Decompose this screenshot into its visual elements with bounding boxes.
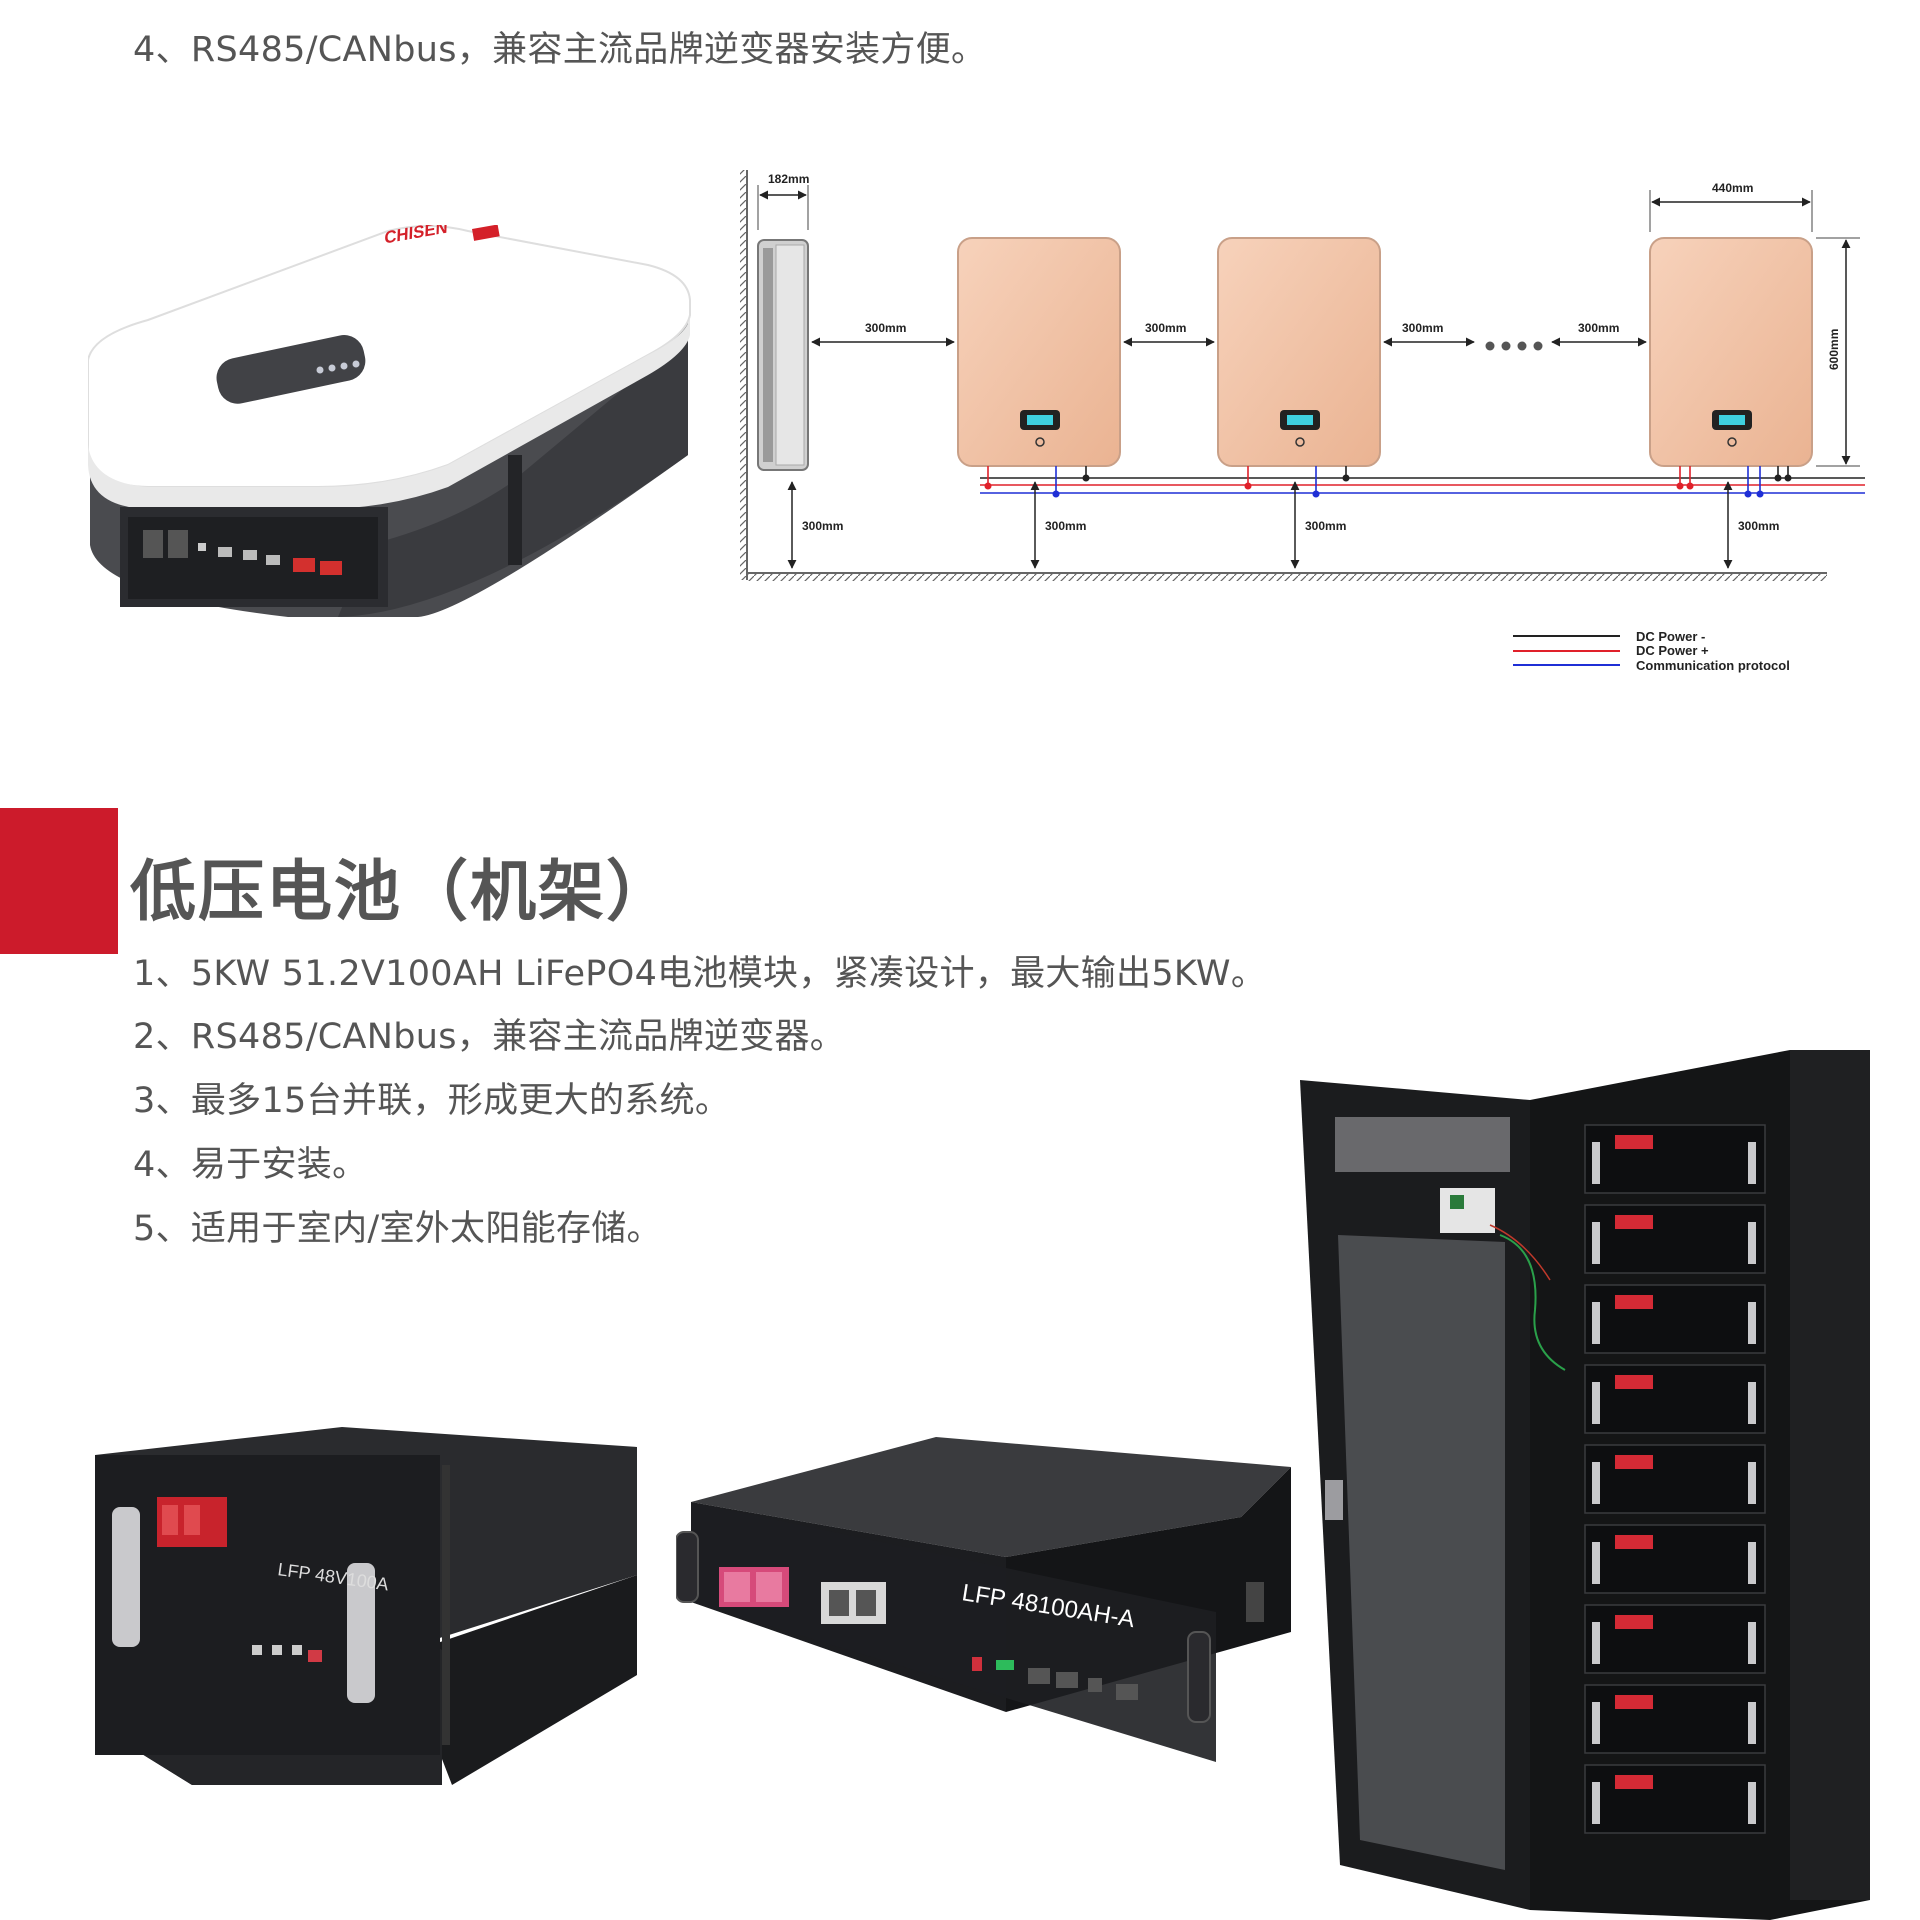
- svg-text:300mm: 300mm: [1305, 519, 1346, 533]
- svg-text:DC Power +: DC Power +: [1636, 643, 1709, 658]
- svg-text:300mm: 300mm: [1578, 321, 1619, 335]
- svg-text:300mm: 300mm: [1145, 321, 1186, 335]
- svg-text:600mm: 600mm: [1827, 329, 1841, 370]
- wall-battery-image: CHISEN: [88, 225, 691, 617]
- installation-diagram: 182mm 300mm 300mm 300mm 300mm 440mm 600m…: [740, 170, 1865, 673]
- svg-text:300mm: 300mm: [1045, 519, 1086, 533]
- wall-unit-1: [957, 237, 1121, 467]
- wall-unit-3: [1649, 237, 1813, 467]
- wall-unit-2: [1217, 237, 1381, 467]
- svg-text:DC Power -: DC Power -: [1636, 629, 1705, 644]
- svg-text:300mm: 300mm: [865, 321, 906, 335]
- section-item-4: 4、易于安装。: [133, 1145, 368, 1185]
- cut-off-line: [133, 0, 144, 16]
- svg-text:Communication protocol: Communication protocol: [1636, 658, 1790, 673]
- section-title: 低压电池（机架）: [130, 853, 674, 930]
- battery-cabinet-image: [1300, 1050, 1870, 1920]
- svg-text:440mm: 440mm: [1712, 181, 1753, 195]
- rack-battery-b-image: LFP 48100AH-A: [676, 1437, 1291, 1762]
- section-item-3: 3、最多15台并联，形成更大的系统。: [133, 1081, 731, 1121]
- feature-line-4: 4、RS485/CANbus，兼容主流品牌逆变器安装方便。: [133, 30, 987, 70]
- svg-text:300mm: 300mm: [802, 519, 843, 533]
- section-accent-block: [0, 808, 118, 954]
- section-item-5: 5、适用于室内/室外太阳能存储。: [133, 1209, 662, 1249]
- svg-text:182mm: 182mm: [768, 172, 809, 186]
- diagram-legend: DC Power - DC Power + Communication prot…: [1513, 629, 1790, 673]
- section-item-2: 2、RS485/CANbus，兼容主流品牌逆变器。: [133, 1017, 846, 1057]
- rack-battery-a-image: LFP 48V100A: [95, 1427, 637, 1785]
- section-item-1: 1、5KW 51.2V100AH LiFePO4电池模块，紧凑设计，最大输出5K…: [133, 954, 1267, 994]
- svg-text:300mm: 300mm: [1738, 519, 1779, 533]
- svg-text:300mm: 300mm: [1402, 321, 1443, 335]
